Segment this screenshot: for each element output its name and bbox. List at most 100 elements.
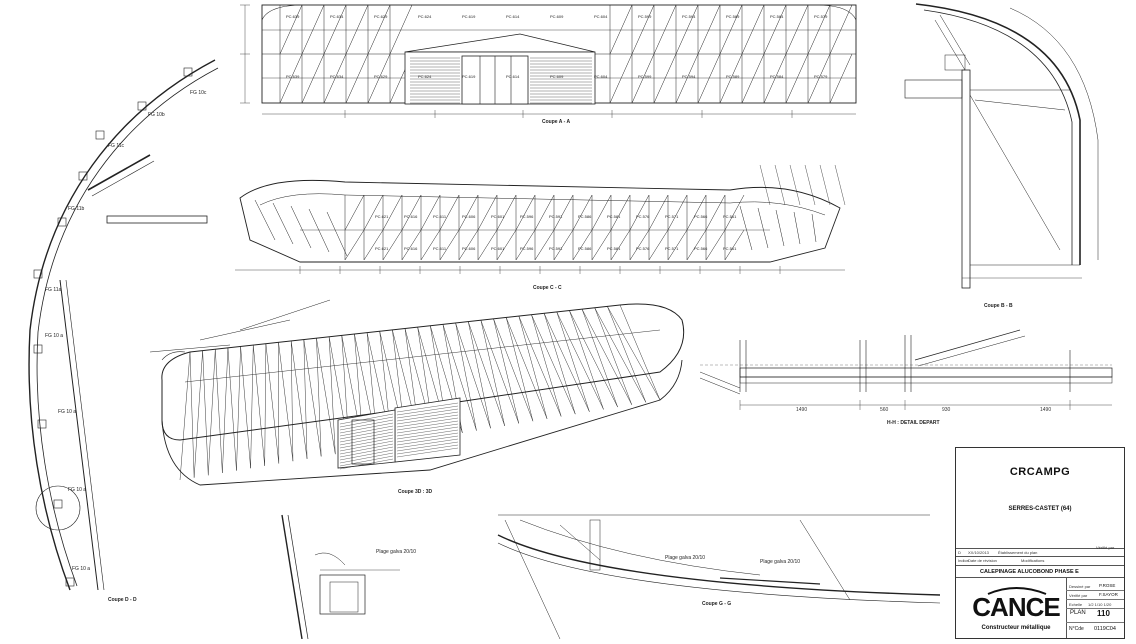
section-dd-drawing bbox=[29, 60, 218, 590]
caption-section-cc: Coupe C - C bbox=[533, 285, 562, 291]
panel-tag: PC.571 bbox=[665, 246, 678, 251]
panel-tag: PC.591 bbox=[549, 246, 562, 251]
drawn-by: P.ROSE bbox=[1099, 583, 1115, 588]
checked-by-label: Vérifié par bbox=[1069, 593, 1087, 598]
caption-section-3d: Coupe 3D : 3D bbox=[398, 489, 432, 495]
panel-tag: PC.634 bbox=[330, 14, 343, 19]
fg-label: FG 11c bbox=[108, 143, 124, 149]
panel-tag: PC.619 bbox=[462, 74, 475, 79]
panel-tag: PC.599 bbox=[638, 74, 651, 79]
section-bb-drawing bbox=[905, 4, 1098, 288]
panel-tag: PC.566 bbox=[694, 246, 707, 251]
fg-label: FG 10 a bbox=[45, 333, 63, 339]
panel-tag: PC.611 bbox=[433, 246, 446, 251]
panel-tag: PC.571 bbox=[665, 214, 678, 219]
panel-tag: PC.584 bbox=[770, 14, 783, 19]
changes-header: Modifications bbox=[1021, 558, 1044, 563]
panel-tag: PC.589 bbox=[726, 14, 739, 19]
panel-tag: PC.616 bbox=[404, 214, 417, 219]
bottom-detail-drawing bbox=[282, 515, 400, 639]
fg-label: FG 10 a bbox=[58, 409, 76, 415]
panel-tag: PC.596 bbox=[520, 246, 533, 251]
panel-tag: PC.621 bbox=[375, 214, 388, 219]
panel-tag: PC.581 bbox=[607, 214, 620, 219]
panel-tag: PC.581 bbox=[607, 246, 620, 251]
panel-tag: PC.589 bbox=[726, 74, 739, 79]
detail-hh-drawing bbox=[700, 330, 1112, 410]
panel-tag: PC.639 bbox=[286, 74, 299, 79]
panel-tag: PC.561 bbox=[723, 214, 736, 219]
panel-tag: PC.639 bbox=[286, 14, 299, 19]
checked-by: F.SAYOR bbox=[1099, 592, 1118, 597]
caption-detail-hh: H-H : DETAIL DEPART bbox=[887, 420, 940, 426]
panel-tag: PC.629 bbox=[374, 14, 387, 19]
panel-tag: PC.591 bbox=[549, 214, 562, 219]
drawn-by-label: Dessiné par bbox=[1069, 584, 1090, 589]
panel-tag: PC.611 bbox=[433, 214, 446, 219]
panel-tag: PC.576 bbox=[636, 246, 649, 251]
date-header: Date de révision bbox=[968, 558, 997, 563]
caption-section-gg: Coupe G - G bbox=[702, 601, 731, 607]
section-gg-drawing bbox=[498, 515, 940, 639]
panel-tag: PC.616 bbox=[404, 246, 417, 251]
panel-tag: PC.579 bbox=[814, 14, 827, 19]
section-cc-drawing bbox=[235, 165, 845, 274]
panel-tag: PC.599 bbox=[638, 14, 651, 19]
panel-tag: PC.601 bbox=[491, 246, 504, 251]
order-number: 0119C04 bbox=[1094, 626, 1116, 632]
panel-tag: PC.584 bbox=[770, 74, 783, 79]
panel-tag: PC.604 bbox=[594, 74, 607, 79]
panel-tag: PC.629 bbox=[374, 74, 387, 79]
rev-change: Établissement du plan bbox=[998, 550, 1037, 555]
panel-tag: PC.576 bbox=[636, 214, 649, 219]
caption-section-bb: Coupe B - B bbox=[984, 303, 1013, 309]
dim-hh: 560 bbox=[880, 407, 888, 413]
scale-values: 1/2 1/10 1/20 bbox=[1088, 602, 1111, 607]
title-block: CRCAMPG SERRES-CASTET (64) D XX/10/2013 … bbox=[955, 447, 1125, 639]
panel-tag: PC.606 bbox=[462, 214, 475, 219]
fg-label: FG 10c bbox=[190, 90, 206, 96]
rev-date: XX/10/2013 bbox=[968, 550, 989, 555]
drawing-title: CALEPINAGE ALUCOBOND PHASE E bbox=[980, 569, 1079, 575]
company-name: CRCAMPG bbox=[956, 466, 1124, 478]
panel-tag: PC.624 bbox=[418, 74, 431, 79]
panel-tag: PC.606 bbox=[462, 246, 475, 251]
panel-tag: PC.594 bbox=[682, 14, 695, 19]
fg-label: FG 11b bbox=[68, 206, 84, 212]
rev-value: D bbox=[958, 550, 961, 555]
panel-tag: PC.579 bbox=[814, 74, 827, 79]
panel-tag: PC.621 bbox=[375, 246, 388, 251]
dim-hh: 1490 bbox=[796, 407, 807, 413]
section-3d-drawing bbox=[150, 300, 684, 485]
panel-tag: PC.614 bbox=[506, 14, 519, 19]
cance-logo: CANCE Constructeur métallique bbox=[970, 586, 1062, 636]
panel-tag: PC.601 bbox=[491, 214, 504, 219]
caption-section-aa: Coupe A - A bbox=[542, 119, 570, 125]
plage-label: Plage galva 20/10 bbox=[376, 549, 416, 555]
panel-tag: PC.609 bbox=[550, 14, 563, 19]
order-label: N°Cde bbox=[1069, 626, 1084, 632]
panel-tag: PC.586 bbox=[578, 214, 591, 219]
dim-hh: 1490 bbox=[1040, 407, 1051, 413]
verified-header: Vérifié par bbox=[1096, 545, 1114, 550]
fg-label: FG 10 a bbox=[68, 487, 86, 493]
panel-tag: PC.566 bbox=[694, 214, 707, 219]
panel-tag: PC.614 bbox=[506, 74, 519, 79]
panel-tag: PC.619 bbox=[462, 14, 475, 19]
fg-label: FG 10 a bbox=[72, 566, 90, 572]
plan-label: PLAN bbox=[1070, 610, 1086, 616]
panel-tag: PC.604 bbox=[594, 14, 607, 19]
section-aa-drawing bbox=[240, 5, 856, 118]
fg-label: FG 11a bbox=[45, 287, 61, 293]
dim-hh: 930 bbox=[942, 407, 950, 413]
caption-section-dd: Coupe D - D bbox=[108, 597, 137, 603]
panel-tag: PC.624 bbox=[418, 14, 431, 19]
panel-tag: PC.609 bbox=[550, 74, 563, 79]
panel-tag: PC.586 bbox=[578, 246, 591, 251]
panel-tag: PC.596 bbox=[520, 214, 533, 219]
panel-tag: PC.594 bbox=[682, 74, 695, 79]
plan-number: 110 bbox=[1097, 609, 1110, 618]
scale-label: Echelle bbox=[1069, 602, 1082, 607]
panel-tag: PC.561 bbox=[723, 246, 736, 251]
